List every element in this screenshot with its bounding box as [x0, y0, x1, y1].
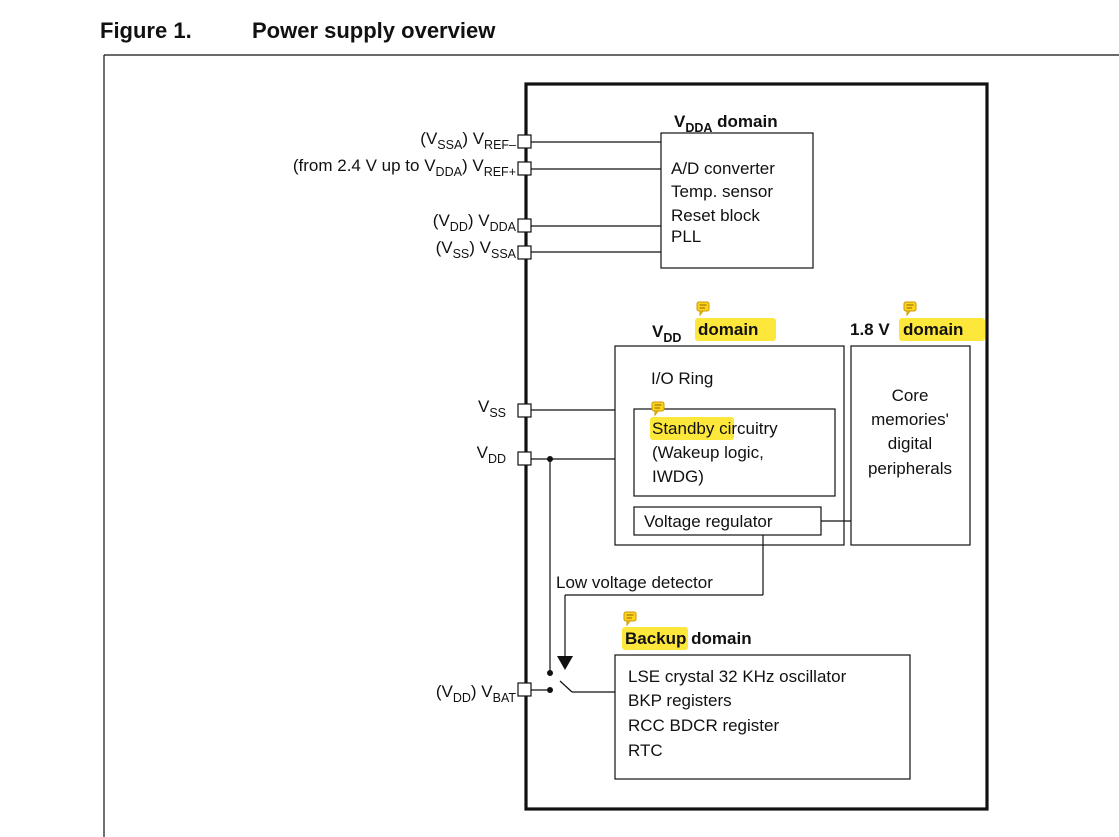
vdda-item-temp-sensor: Temp. sensor	[671, 182, 773, 201]
figure-title: Power supply overview	[252, 18, 496, 43]
pin-vss	[517, 403, 532, 418]
core-line-4: peripherals	[868, 459, 952, 478]
io-ring-label: I/O Ring	[651, 369, 713, 388]
core-domain-title: 1.8 V	[850, 320, 890, 339]
pin-label-vref-plus: (from 2.4 V up to VDDA) VREF+	[293, 156, 516, 179]
vdda-item-pll: PLL	[671, 227, 701, 246]
switch-blade	[559, 680, 573, 693]
pin-label-vssa: (VSS) VSSA	[436, 238, 517, 261]
vdd-domain-highlight	[695, 318, 776, 341]
vdd-domain-title-word: domain	[698, 320, 758, 339]
core-domain-box	[850, 345, 971, 546]
backup-item-lse: LSE crystal 32 KHz oscillator	[628, 667, 847, 686]
comment-icon[interactable]	[903, 301, 917, 317]
backup-item-bkp: BKP registers	[628, 691, 732, 710]
voltage-regulator-box	[633, 506, 822, 536]
standby-highlight	[650, 417, 734, 440]
comment-icon[interactable]	[696, 301, 710, 317]
backup-item-rtc: RTC	[628, 741, 663, 760]
vdda-domain-box	[660, 132, 814, 269]
pin-label-vss: VSS	[478, 397, 506, 420]
standby-title: Standby circuitry	[652, 419, 778, 438]
pin-vbat	[517, 682, 532, 697]
voltage-regulator-label: Voltage regulator	[644, 512, 773, 531]
vdda-item-reset-block: Reset block	[671, 206, 760, 225]
core-line-3: digital	[888, 434, 932, 453]
figure-number: Figure 1.	[100, 18, 192, 43]
switch-contact-vbat	[547, 687, 553, 693]
backup-domain-highlight	[622, 627, 688, 650]
standby-line-1: (Wakeup logic,	[652, 443, 764, 462]
comment-icon[interactable]	[623, 611, 637, 627]
core-domain-title-word: domain	[903, 320, 963, 339]
pin-vdda	[517, 218, 532, 233]
backup-domain-box	[614, 654, 911, 780]
vdda-item-adc: A/D converter	[671, 159, 775, 178]
pin-vref-plus	[517, 161, 532, 176]
low-voltage-detector-label: Low voltage detector	[556, 573, 713, 592]
core-line-2: memories'	[871, 410, 949, 429]
comment-icon[interactable]	[651, 401, 665, 417]
pin-label-vdda: (VDD) VDDA	[433, 211, 517, 234]
standby-line-2: IWDG)	[652, 467, 704, 486]
pin-label-vdd: VDD	[477, 443, 506, 466]
core-line-1: Core	[892, 386, 929, 405]
pin-vref-minus	[517, 134, 532, 149]
backup-item-rcc: RCC BDCR register	[628, 716, 779, 735]
pin-label-vbat: (VDD) VBAT	[436, 682, 517, 705]
backup-domain-title: Backup domain	[625, 629, 752, 648]
pin-vdd	[517, 451, 532, 466]
pin-vssa	[517, 245, 532, 260]
core-domain-highlight	[899, 318, 985, 341]
switch-contact-vdd	[547, 670, 553, 676]
pin-label-vref-minus: (VSSA) VREF–	[420, 129, 516, 152]
vdd-domain-title: VDD	[652, 322, 681, 345]
chip-boundary	[524, 82, 989, 811]
vdda-domain-title: VDDA domain	[674, 112, 778, 135]
lvd-arrow-icon	[557, 656, 573, 670]
